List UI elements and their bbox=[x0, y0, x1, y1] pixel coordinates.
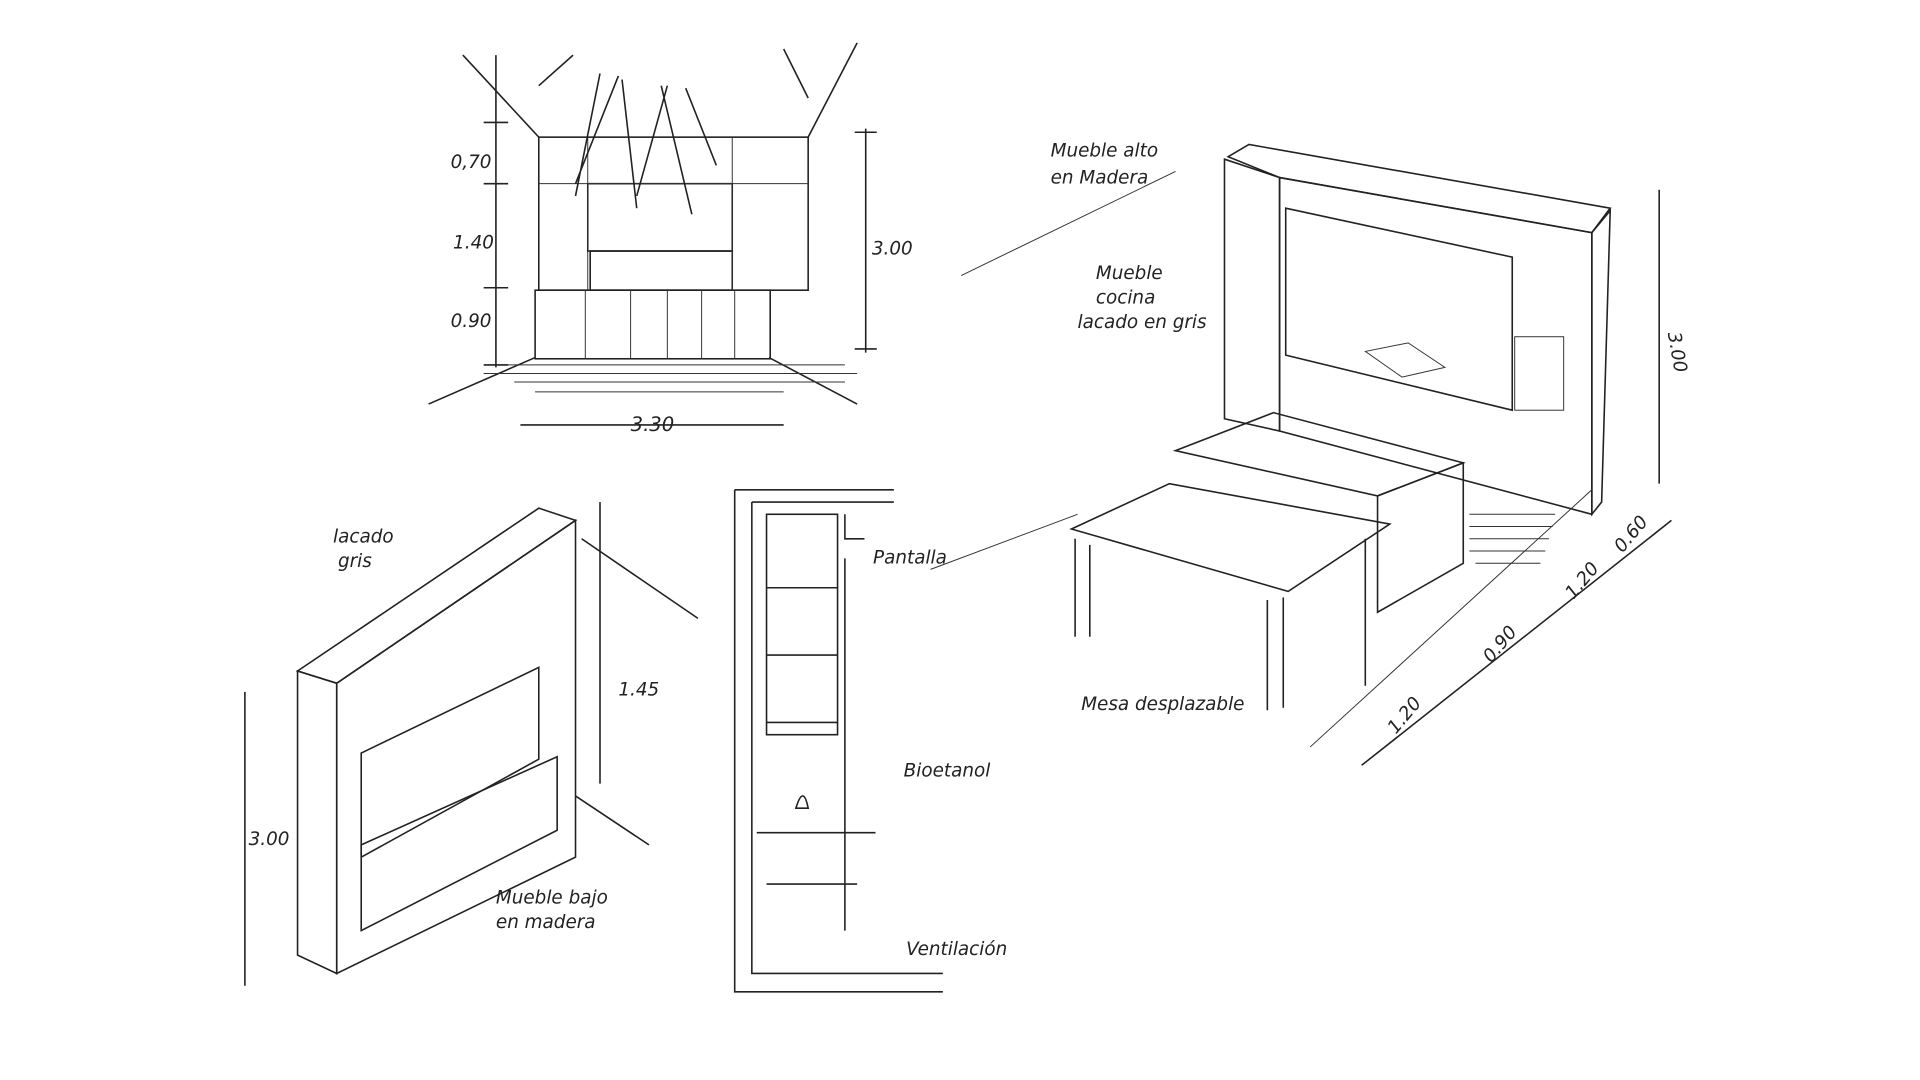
screen-niche bbox=[360, 666, 540, 859]
label-upper-1: Mueble alto bbox=[1051, 141, 1158, 162]
floor-dim-3: 1.20 bbox=[1561, 558, 1603, 603]
window-niche bbox=[586, 182, 734, 252]
sliding-table bbox=[1069, 482, 1392, 593]
label-pantalla: Pantalla bbox=[873, 547, 947, 568]
oven bbox=[1514, 336, 1565, 411]
sink bbox=[1364, 342, 1447, 378]
dim-300: 3.00 bbox=[872, 239, 913, 260]
label-cab-2: cocina bbox=[1096, 288, 1155, 309]
low-cabinet bbox=[534, 289, 771, 360]
label-bioetanol: Bioetanol bbox=[904, 760, 992, 781]
dark-shelf bbox=[589, 250, 734, 292]
island-top bbox=[1172, 411, 1466, 497]
section-drawing: Pantalla Bioetanol Ventilación bbox=[733, 489, 1007, 993]
front-elevation: 0,70 1.40 0.90 3.00 3.30 bbox=[428, 42, 913, 436]
label-gris: gris bbox=[338, 551, 372, 572]
dim-070: 0,70 bbox=[451, 152, 492, 173]
label-low-2: en madera bbox=[496, 912, 596, 933]
fireplace-isometric: lacado gris 1.45 3.00 Mueble bajo en mad… bbox=[244, 502, 699, 986]
dim-300-left: 3.00 bbox=[249, 829, 290, 850]
low-unit bbox=[360, 755, 558, 932]
label-lacado: lacado bbox=[333, 526, 394, 547]
label-cab-3: lacado en gris bbox=[1078, 312, 1207, 333]
label-ventilacion: Ventilación bbox=[906, 939, 1007, 960]
kitchen-niche bbox=[1284, 207, 1514, 412]
dim-090: 0.90 bbox=[451, 311, 492, 332]
dim-140: 1.40 bbox=[453, 233, 494, 254]
floor-dim-4: 0.60 bbox=[1610, 512, 1652, 557]
label-upper-2: en Madera bbox=[1051, 168, 1149, 189]
dim-height: 3.00 bbox=[1663, 330, 1691, 374]
label-low-1: Mueble bajo bbox=[496, 888, 608, 909]
kitchen-isometric: Mueble alto en Madera Mueble cocina laca… bbox=[930, 141, 1691, 766]
tall-unit bbox=[1278, 176, 1593, 516]
dim-330: 3.30 bbox=[631, 413, 675, 436]
upper-wall-panel bbox=[537, 136, 809, 291]
floor-dim-1: 1.20 bbox=[1384, 693, 1426, 738]
table-label: Mesa desplazable bbox=[1081, 694, 1244, 715]
label-cab-1: Mueble bbox=[1096, 263, 1163, 284]
dim-145: 1.45 bbox=[618, 680, 659, 701]
